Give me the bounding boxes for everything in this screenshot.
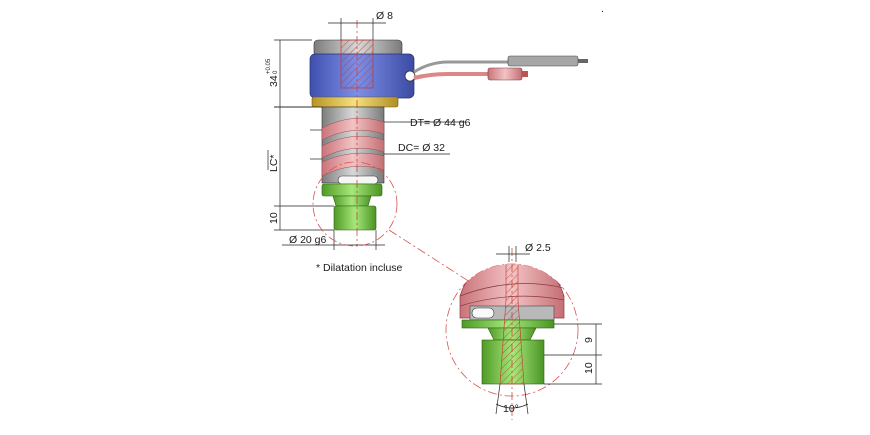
thermocouple-lead (507, 55, 579, 67)
tip-neck (332, 195, 372, 207)
dimension-hole: Ø 8 (328, 10, 393, 40)
hole-diameter-label: Ø 8 (376, 10, 393, 22)
dimension-dt: DT= Ø 44 g6 (310, 117, 471, 131)
tip-flange (321, 183, 383, 197)
height-tol-lower: 0 (273, 70, 279, 74)
dimension-height-34: 34 +0.05 0 (266, 39, 312, 108)
dt-label: DT= Ø 44 g6 (410, 117, 471, 129)
dimension-tip-height: 10 (268, 206, 334, 231)
detail-callout-circle (312, 161, 398, 247)
collar (311, 96, 399, 108)
cable-port (404, 70, 416, 82)
detail-view (459, 264, 565, 385)
detail-h10-label: 10 (583, 362, 595, 374)
dimension-dc: DC= Ø 32 (310, 142, 450, 160)
stem-slot (337, 175, 379, 185)
nozzle-main-view (309, 20, 415, 245)
detail-dimension-angle: 10° (495, 383, 529, 415)
detail-h9-label: 9 (583, 337, 595, 343)
detail-hole-label: Ø 2.5 (525, 242, 551, 254)
detail-leader (388, 229, 471, 283)
note-text: * Dilatation incluse (316, 262, 403, 274)
detail-dimension-hole: Ø 2.5 (496, 242, 551, 262)
heater-coil (321, 117, 385, 177)
height-tol-upper: +0.05 (266, 58, 272, 74)
height-main-label: 34 (268, 75, 280, 87)
cable-assembly (404, 55, 588, 82)
detail-angle-label: 10° (503, 403, 519, 415)
corner-mark: . (601, 3, 604, 15)
dimension-lc: LC* (267, 106, 334, 207)
tip-height-label: 10 (268, 212, 280, 224)
tip-body (333, 205, 377, 231)
dc-label: DC= Ø 32 (398, 142, 445, 154)
lc-label: LC* (268, 154, 280, 172)
tip-diameter-label: Ø 20 g6 (289, 234, 327, 246)
detail-dimension-heights: 9 10 (544, 323, 602, 385)
dimension-tip-diameter: Ø 20 g6 (282, 230, 385, 250)
heater-lead (487, 67, 523, 81)
